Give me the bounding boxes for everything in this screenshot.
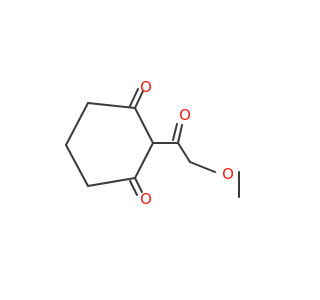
oxygen-label-lower: O xyxy=(140,190,152,208)
bond-side-co-a xyxy=(177,124,183,144)
bond-upper-co-b xyxy=(129,88,139,107)
bond-side-co-b xyxy=(172,123,178,141)
bond-ring-3 xyxy=(65,144,89,187)
bond-side-2 xyxy=(177,142,191,163)
molecule-svg: O O O O xyxy=(65,78,240,208)
bond-ring-1 xyxy=(87,102,136,109)
structure-diagram: O O O O xyxy=(65,78,240,208)
oxygen-label-upper: O xyxy=(140,78,152,96)
oxygen-label-ether: O xyxy=(222,165,234,183)
oxygen-label-side-carbonyl: O xyxy=(179,106,191,124)
bond-ring-6 xyxy=(134,107,154,144)
bond-lower-co-a xyxy=(134,177,143,193)
bond-ring-2 xyxy=(65,102,89,146)
bond-lower-co-b xyxy=(129,180,138,196)
bond-ring-5 xyxy=(134,142,154,179)
bond-upper-co-a xyxy=(134,90,144,109)
bond-side-3 xyxy=(189,161,216,173)
bond-ring-4 xyxy=(87,177,136,187)
